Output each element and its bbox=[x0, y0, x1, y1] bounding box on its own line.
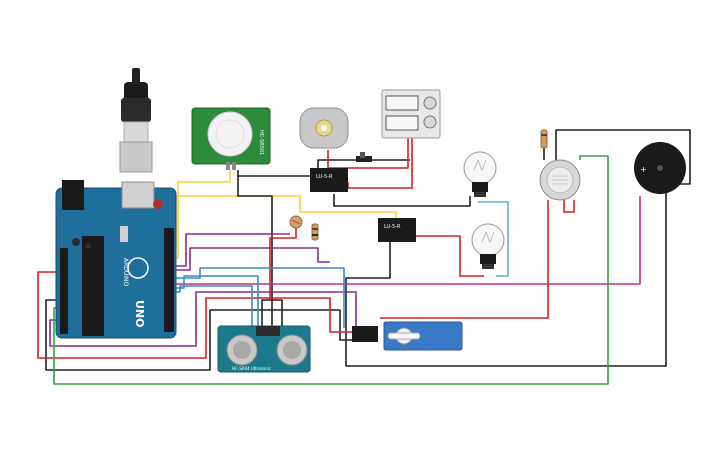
wire-red-power[interactable] bbox=[37, 271, 352, 359]
board-brand: ARDUINO bbox=[122, 258, 129, 287]
wire-black-relay-lamp[interactable] bbox=[333, 194, 471, 207]
servo-connector bbox=[352, 326, 378, 342]
arduino-uno-board[interactable]: UNO ARDUINO bbox=[55, 180, 177, 339]
usb-cable[interactable] bbox=[119, 68, 153, 173]
power-header bbox=[60, 248, 68, 304]
wire-red-servo[interactable] bbox=[380, 200, 549, 319]
wires bbox=[37, 129, 691, 385]
reset-button[interactable] bbox=[153, 199, 163, 209]
arduino-logo-icon bbox=[127, 257, 149, 279]
buzzer-plus: + bbox=[640, 165, 647, 174]
wire-purple-2[interactable] bbox=[49, 291, 357, 347]
wire-red-top[interactable] bbox=[327, 130, 409, 169]
wire-black-pir[interactable] bbox=[237, 170, 273, 330]
wire-green[interactable] bbox=[53, 155, 609, 385]
wire-blue-2[interactable] bbox=[168, 275, 259, 330]
board-model: UNO bbox=[133, 300, 146, 328]
ultrasonic-label: HC-SR04 Ultrasonic bbox=[232, 366, 271, 371]
atmega-chip bbox=[82, 236, 104, 336]
wire-purple-1[interactable] bbox=[168, 233, 290, 267]
relay-top-label: LU-5-R bbox=[316, 174, 333, 180]
ultrasonic-sensor[interactable]: HC-SR04 Ultrasonic bbox=[217, 325, 311, 373]
wire-yellow-relay[interactable] bbox=[168, 195, 397, 249]
crystal bbox=[120, 226, 128, 242]
wire-black-buzzer[interactable] bbox=[555, 129, 691, 185]
gas-sensor[interactable] bbox=[539, 159, 581, 201]
wire-teal-lamp[interactable] bbox=[478, 201, 509, 277]
photoresistor[interactable] bbox=[289, 215, 303, 229]
power-jack bbox=[62, 180, 84, 210]
slide-switch[interactable] bbox=[356, 152, 372, 162]
relay-bottom-label: LU-5-R bbox=[384, 224, 401, 230]
digital-header bbox=[164, 228, 174, 332]
piezo-buzzer[interactable]: + bbox=[634, 142, 686, 194]
wire-magenta-buzzer[interactable] bbox=[168, 196, 641, 285]
servo-motor[interactable] bbox=[352, 321, 463, 351]
dc-motor[interactable] bbox=[299, 107, 349, 149]
analog-header bbox=[60, 294, 68, 334]
wire-blue-1[interactable] bbox=[168, 267, 345, 328]
usb-port bbox=[121, 181, 155, 209]
wire-red-lamp[interactable] bbox=[410, 235, 484, 277]
power-supply[interactable] bbox=[381, 89, 441, 139]
relay-top[interactable]: LU-5-R bbox=[310, 168, 348, 192]
wire-black-ultra[interactable] bbox=[261, 299, 283, 336]
wire-purple-3[interactable] bbox=[168, 247, 330, 271]
relay-bottom[interactable]: LU-5-R bbox=[378, 218, 416, 242]
light-bulb-top[interactable] bbox=[463, 151, 497, 197]
pir-label: HC-SR501 bbox=[258, 130, 264, 155]
wire-red-ldr[interactable] bbox=[269, 224, 297, 300]
wire-black-right[interactable] bbox=[345, 190, 667, 367]
pir-sensor[interactable]: HC-SR501 bbox=[191, 107, 271, 170]
resistor-sensor[interactable] bbox=[540, 129, 548, 149]
wire-black-bottom[interactable] bbox=[45, 299, 352, 371]
light-bulb-bottom[interactable] bbox=[471, 223, 505, 269]
wire-red-sensor[interactable] bbox=[563, 200, 575, 213]
resistor-ldr[interactable] bbox=[311, 223, 319, 241]
